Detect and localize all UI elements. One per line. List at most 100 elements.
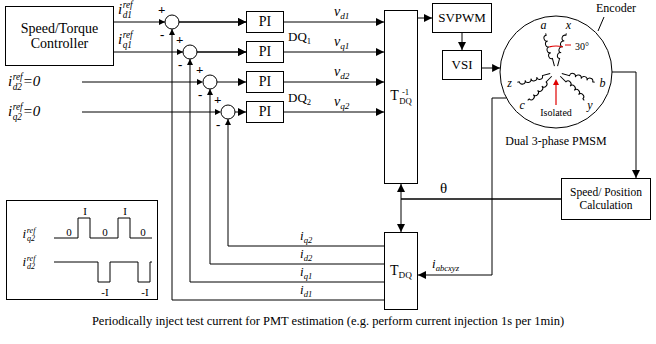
connector [482, 68, 500, 69]
connector [284, 112, 384, 113]
subscript: d2 [13, 83, 23, 92]
connector [401, 184, 561, 199]
subscript: d1 [340, 11, 349, 21]
winding-coil [517, 74, 551, 86]
signal-label: DQ2 [288, 91, 311, 107]
subscript: q2 [13, 113, 23, 122]
index-stack: q2ref [13, 103, 23, 122]
node-text: z [507, 78, 512, 91]
pi-box: PI [246, 41, 284, 62]
subscript: DQ [399, 269, 412, 279]
motor-symbol: ax30°bzcyIsolatedDual 3-phase PMSM [500, 16, 612, 128]
angle-leader [565, 45, 571, 46]
encoder-leader [598, 17, 604, 31]
edge-label: iabcxyz [432, 257, 459, 273]
connector [190, 52, 384, 282]
reference-line [82, 112, 215, 113]
edge-label: iq1ref [118, 31, 133, 50]
subscript: q1 [123, 41, 133, 50]
signal-label: + [158, 3, 165, 17]
node-text: 0 [102, 226, 108, 238]
connector [418, 18, 432, 19]
arrowhead [169, 29, 175, 35]
pi-box: PI [246, 71, 284, 92]
subscript: q2 [340, 101, 349, 111]
arrowhead [187, 59, 193, 65]
superscript: ref [13, 73, 23, 82]
signal-label: + [196, 63, 203, 77]
node-text: TDQ-1 [390, 88, 412, 105]
edge-label: iq2 [300, 229, 312, 245]
signal-label: - [216, 118, 220, 132]
edge-label: θ [440, 180, 447, 197]
connector [401, 199, 561, 232]
controller-box: Speed/Torque Controller [5, 6, 114, 66]
injection-inset: iq2ref0I0I0id2ref-I-I [6, 200, 158, 300]
subscript: q1 [340, 41, 349, 51]
connector [462, 33, 463, 50]
subscript: d2 [340, 71, 349, 81]
position-calc-box: Speed/ Position Calculation [561, 178, 651, 220]
connector [284, 82, 384, 83]
node-text: y [587, 99, 592, 112]
connector [284, 22, 384, 23]
waveform [54, 218, 152, 238]
subscript: 2 [307, 97, 311, 107]
superscript: ref [123, 31, 133, 40]
subscript: d2 [304, 253, 313, 263]
node-text: I [83, 205, 87, 217]
subscript: d1 [304, 289, 313, 299]
node-text: 0 [66, 226, 72, 238]
node-text: PI [259, 74, 271, 89]
summing-junction [221, 105, 235, 119]
motor-stator [500, 16, 612, 128]
signal-label: - [178, 58, 182, 72]
pi-box: PI [246, 101, 284, 122]
isolation-arrowhead [553, 79, 559, 85]
node-text: PI [259, 104, 271, 119]
connector [172, 22, 384, 300]
edge-label: id2 [300, 247, 312, 263]
index-stack: d2ref [27, 255, 36, 271]
node-text: SVPWM [438, 11, 486, 25]
subscript: abcxyz [436, 263, 459, 273]
pi-box: PI [246, 11, 284, 32]
signal-label: iq2ref=0 [8, 103, 40, 122]
node-text: Isolated [540, 107, 572, 118]
connector [284, 52, 384, 53]
node-text: c [519, 99, 524, 112]
index-stack: q2ref [27, 227, 36, 243]
node-text: a [541, 19, 547, 32]
figure-caption: Periodically inject test current for PMT… [0, 315, 656, 329]
edge-label: vq1 [334, 34, 349, 51]
node-text: 30° [575, 41, 589, 52]
superscript: ref [123, 1, 133, 10]
waveform [54, 262, 152, 282]
signal-label: id2ref=0 [8, 73, 40, 92]
connector [418, 98, 506, 275]
node-text: -I [101, 286, 108, 298]
subscript: q2 [27, 235, 36, 243]
connector [228, 112, 384, 246]
node-text: Speed/ Position Calculation [564, 186, 648, 211]
subscript: q2 [304, 235, 313, 245]
node-text: Dual 3-phase PMSM [505, 135, 606, 148]
subscript: d1 [123, 11, 133, 20]
signal-label: + [176, 33, 183, 47]
arrowhead [225, 119, 231, 125]
superscript: ref [27, 255, 36, 263]
inverter-box: VSI [442, 50, 482, 80]
node-text: -I [141, 286, 148, 298]
node-text: id2ref [23, 255, 36, 271]
summing-junction [165, 15, 179, 29]
index-stack: q1ref [123, 31, 133, 50]
winding-coil [560, 74, 586, 100]
subscript: 1 [307, 36, 311, 46]
signal-label: - [160, 28, 164, 42]
subscript: DQ [399, 97, 412, 106]
winding-coil [555, 33, 567, 67]
superscript: ref [13, 103, 23, 112]
summing-junction [203, 75, 217, 89]
node-text: PI [259, 44, 271, 59]
connector [612, 72, 636, 178]
